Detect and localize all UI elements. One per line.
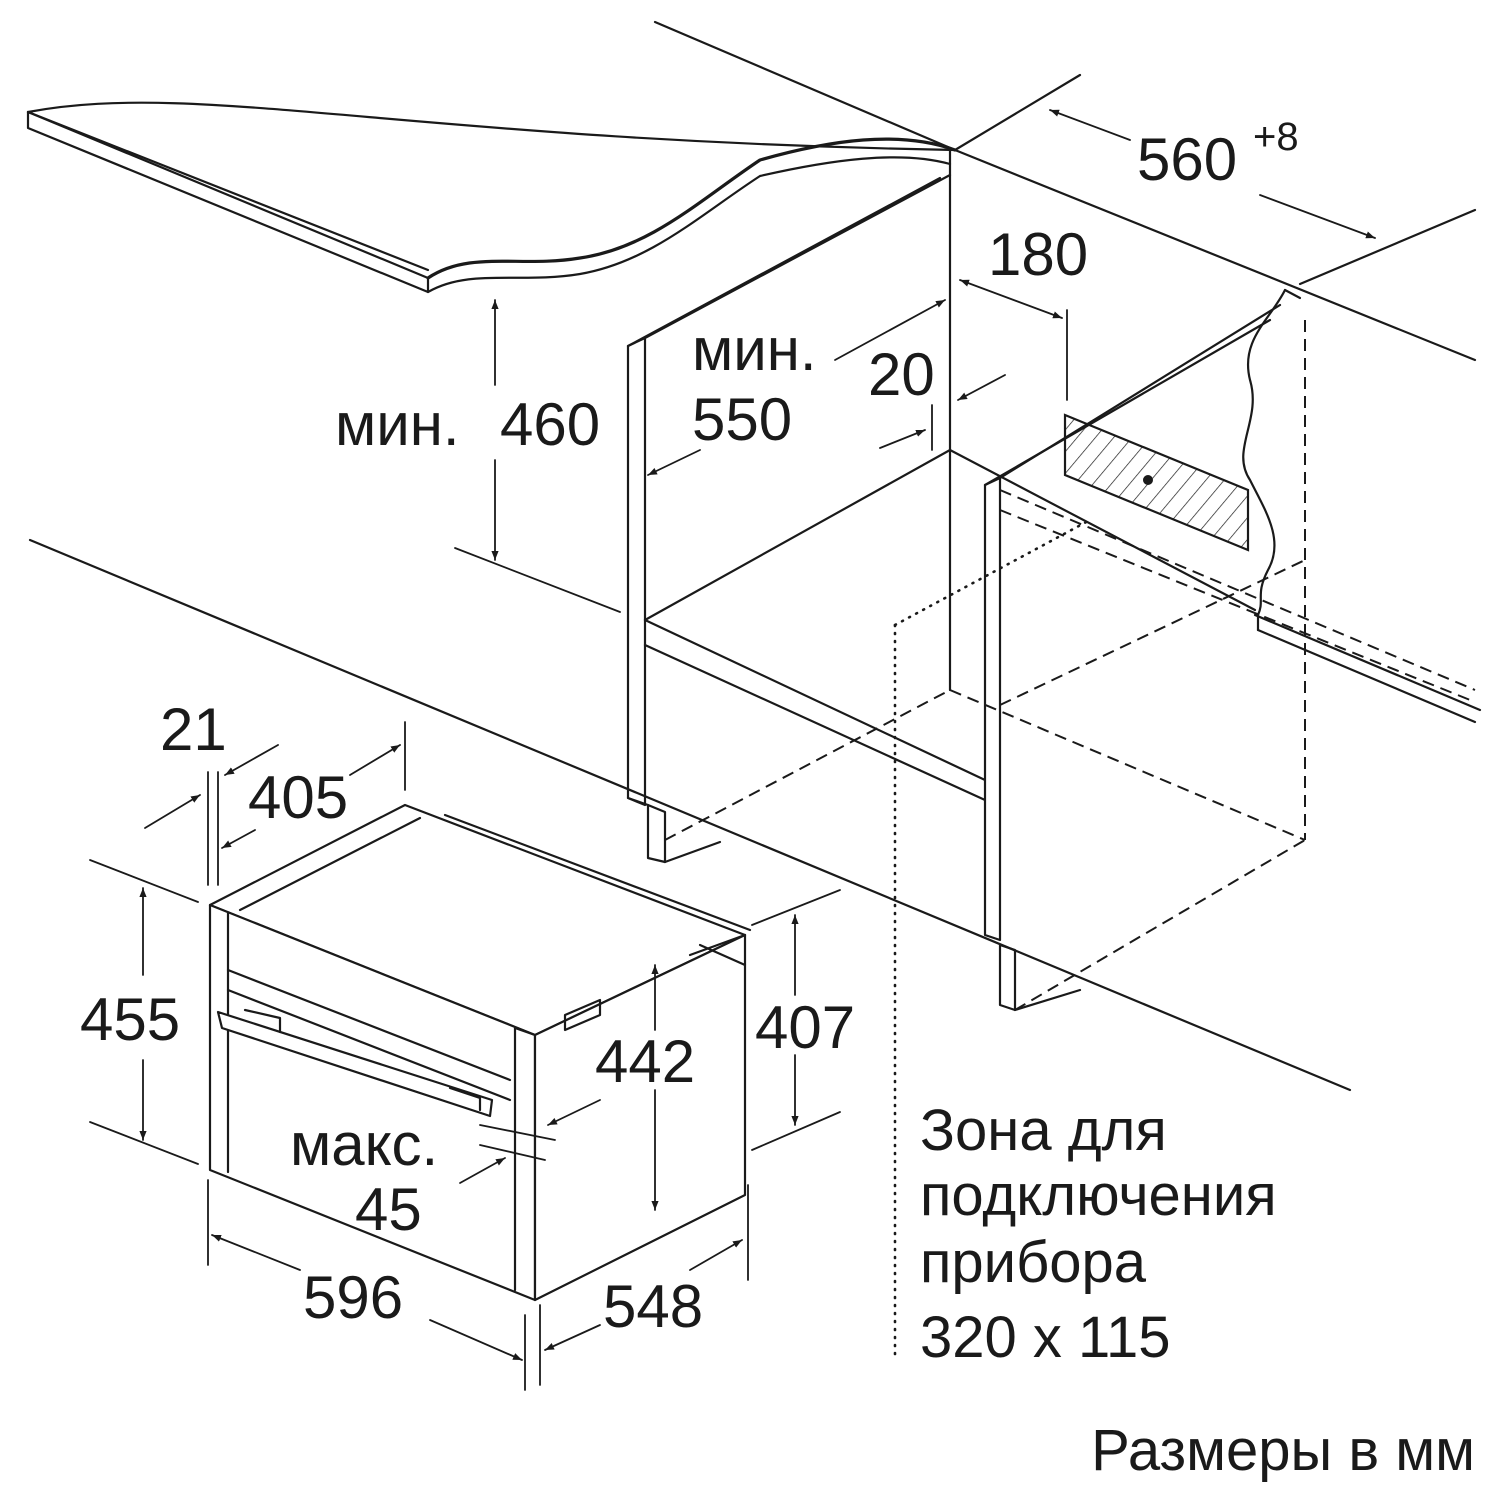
label-550: 550 [692, 386, 792, 453]
zone-note-line-3: прибора [920, 1230, 1147, 1295]
label-407: 407 [755, 994, 855, 1061]
label-180: 180 [988, 221, 1088, 288]
oven-appliance [208, 803, 752, 1302]
zone-note-line-4: 320 x 115 [920, 1305, 1170, 1370]
connection-zone-note: Зона для подключения прибора 320 x 115 [920, 1098, 1277, 1370]
label-min-460-word: мин. [335, 391, 460, 458]
label-405: 405 [248, 764, 348, 831]
dimension-labels: 560 +8 180 20 мин. 550 мин. 460 21 405 4… [80, 115, 1299, 1340]
label-max-word: макс. [290, 1111, 438, 1178]
break-line [1242, 288, 1287, 617]
label-548: 548 [603, 1273, 703, 1340]
label-560-tolerance: +8 [1253, 115, 1299, 159]
label-20: 20 [868, 341, 935, 408]
countertop [26, 20, 957, 294]
label-21: 21 [160, 696, 227, 763]
label-min-550-word: мин. [692, 316, 817, 383]
zone-note-line-2: подключения [920, 1163, 1277, 1228]
label-45: 45 [355, 1176, 422, 1243]
label-442: 442 [595, 1028, 695, 1095]
cabinet-left-side [626, 148, 987, 864]
cutout-top-edges [28, 73, 1477, 1092]
cabinet-right-side [663, 303, 1482, 1012]
connection-zone [893, 413, 1250, 1357]
label-460: 460 [500, 391, 600, 458]
label-560: 560 [1137, 126, 1237, 193]
niche-hidden-lines [664, 320, 1476, 1011]
zone-note-line-1: Зона для [920, 1098, 1167, 1163]
label-596: 596 [303, 1264, 403, 1331]
dimension-lines [89, 109, 1376, 1391]
units-note: Размеры в мм [1091, 1418, 1475, 1483]
label-455: 455 [80, 986, 180, 1053]
